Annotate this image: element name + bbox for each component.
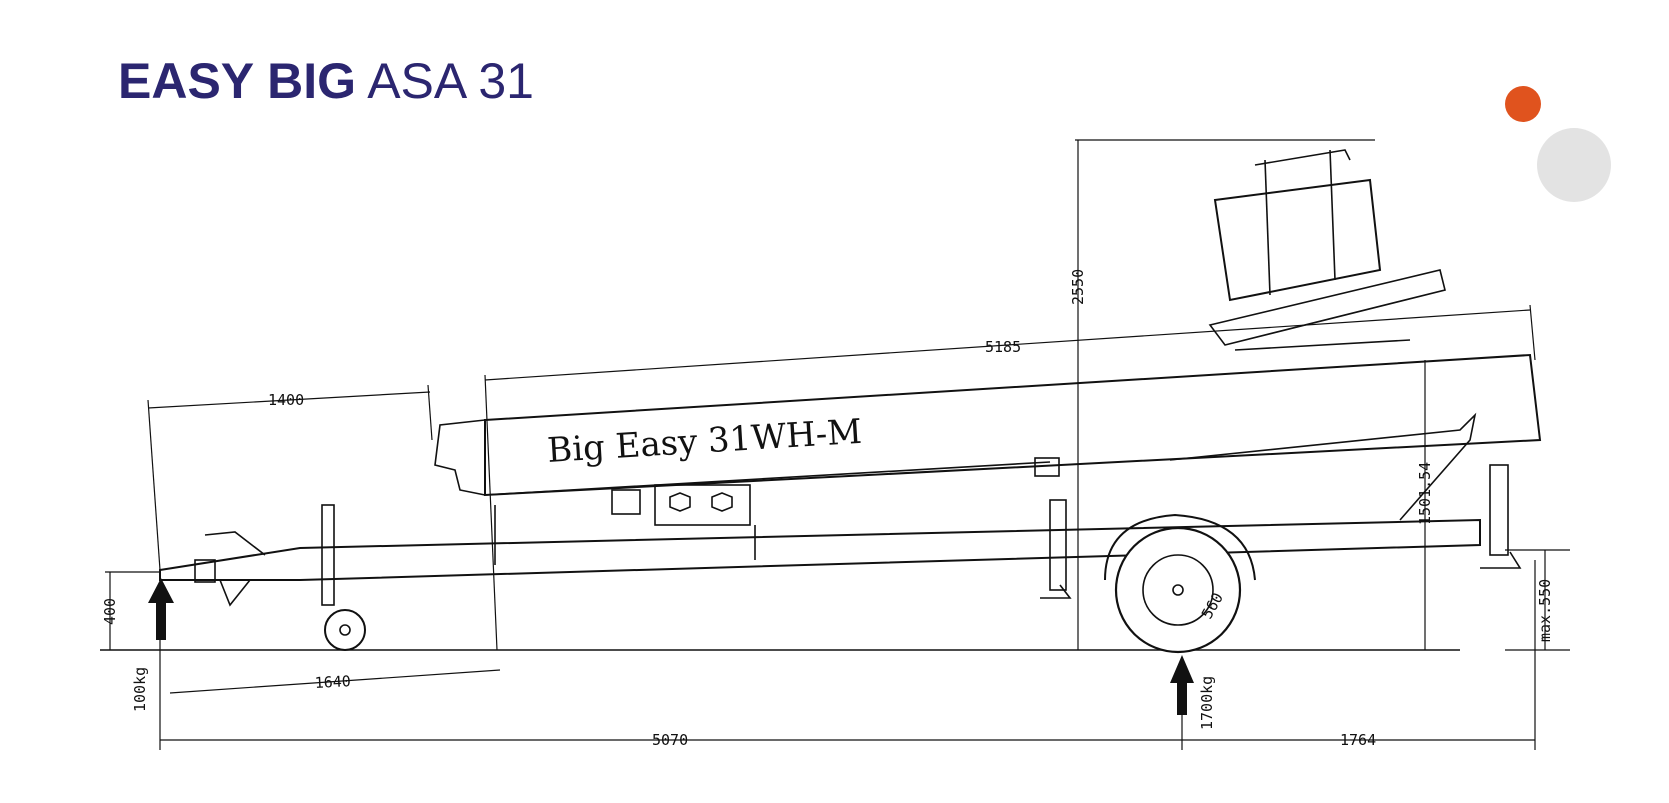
dim-hitch-to-axle: 5070 [652,731,688,749]
platform-basket [1208,149,1446,351]
page-title: EASY BIG ASA 31 [118,52,534,110]
axle-load-arrow [1170,655,1194,715]
load-arrows [148,578,1194,715]
dim-drawbar-length: 1400 [268,391,304,409]
dimension-lines [105,139,1570,750]
hitch-load-label: 100kg [131,667,149,712]
rear-supports [1040,412,1522,599]
dim-jockey-distance: 1640 [314,672,351,692]
hitch-load-arrow [148,578,174,640]
axle-load-label: 1700kg [1198,676,1216,730]
title-bold: EASY BIG [118,53,357,109]
title-regular: ASA 31 [367,53,534,109]
main-wheel [1104,513,1256,654]
boom [434,353,1542,526]
dim-hitch-height: 400 [101,598,119,625]
dim-boom-length: 5185 [985,338,1021,356]
dim-rear-height: 1501.54 [1416,462,1434,525]
dim-max-support: max.550 [1536,579,1554,642]
accent-dot [1505,86,1541,122]
jockey-wheel [321,504,366,651]
dim-axle-to-rear: 1764 [1340,731,1376,749]
dim-total-height: 2550 [1069,269,1087,305]
chassis [159,505,1481,607]
decor-dot [1537,128,1611,202]
